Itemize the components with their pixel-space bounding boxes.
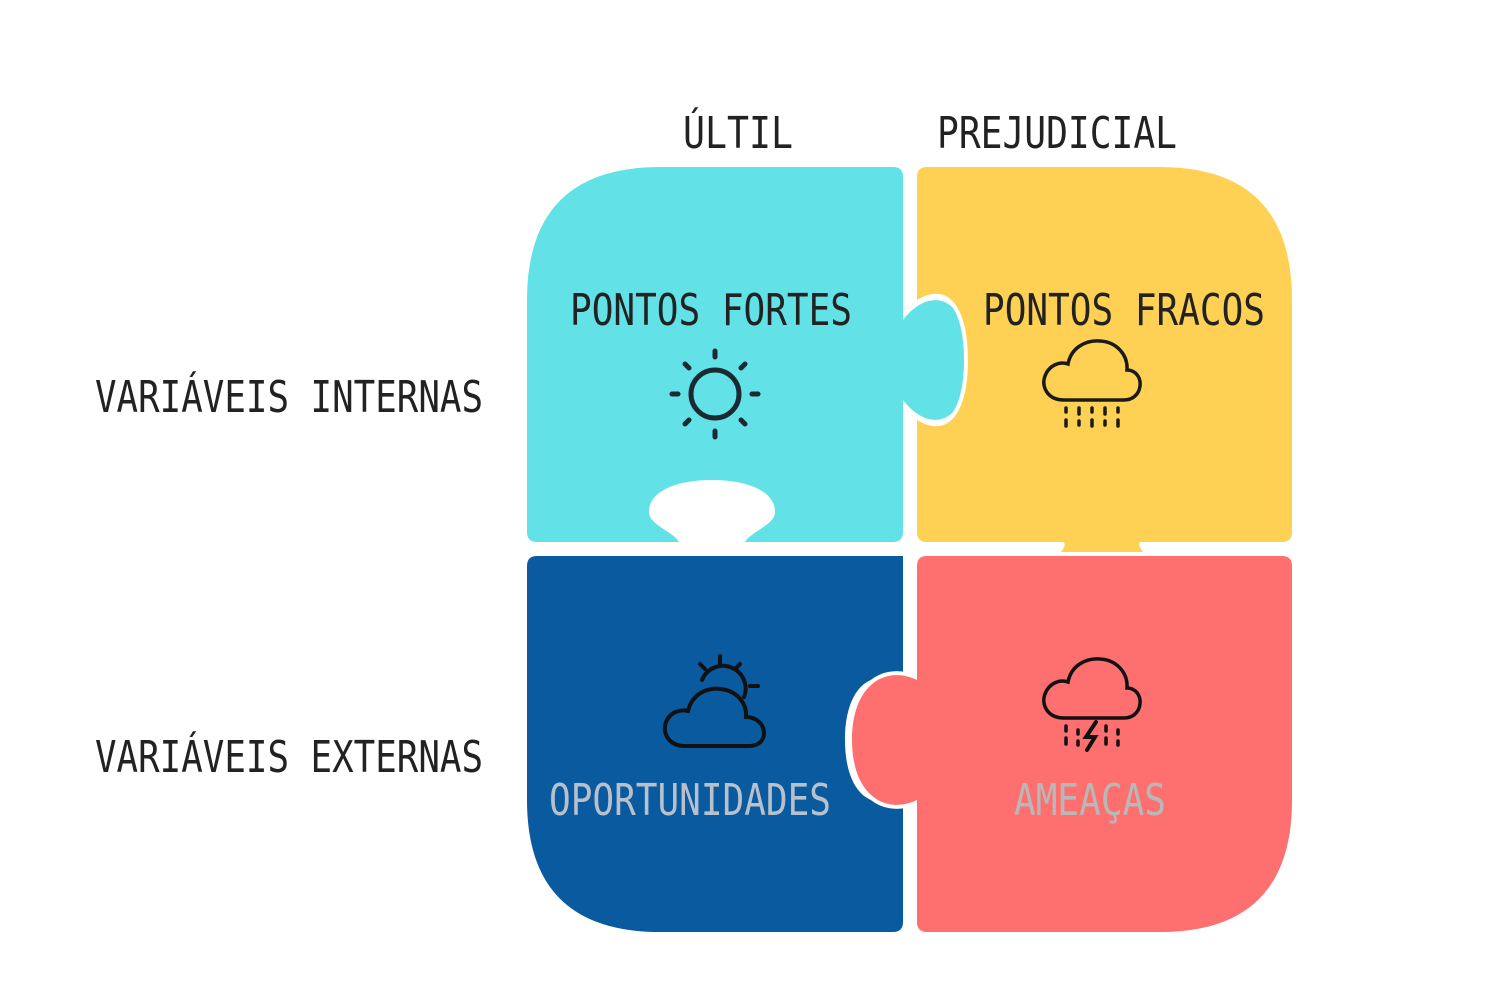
- row-header-external: VARIÁVEIS EXTERNAS: [95, 730, 483, 783]
- quadrant-label-opportunities: OPORTUNIDADES: [549, 775, 831, 826]
- quadrant-label-strengths: PONTOS FORTES: [570, 285, 852, 336]
- rain-cloud-icon: [1042, 339, 1142, 428]
- puzzle-piece-weaknesses: [913, 163, 1296, 611]
- puzzle-piece-threats: [848, 552, 1296, 936]
- column-header-helpful: ÚLTIL: [683, 106, 793, 159]
- puzzle-piece-strengths: [523, 163, 972, 546]
- row-header-internal: VARIÁVEIS INTERNAS: [95, 370, 483, 423]
- quadrant-label-threats: AMEAÇAS: [1014, 775, 1166, 826]
- sun-icon: [669, 348, 761, 440]
- column-header-harmful: PREJUDICIAL: [937, 108, 1177, 159]
- quadrant-label-weaknesses: PONTOS FRACOS: [983, 285, 1265, 336]
- partly-cloudy-icon: [662, 654, 767, 748]
- storm-cloud-icon: [1042, 657, 1142, 752]
